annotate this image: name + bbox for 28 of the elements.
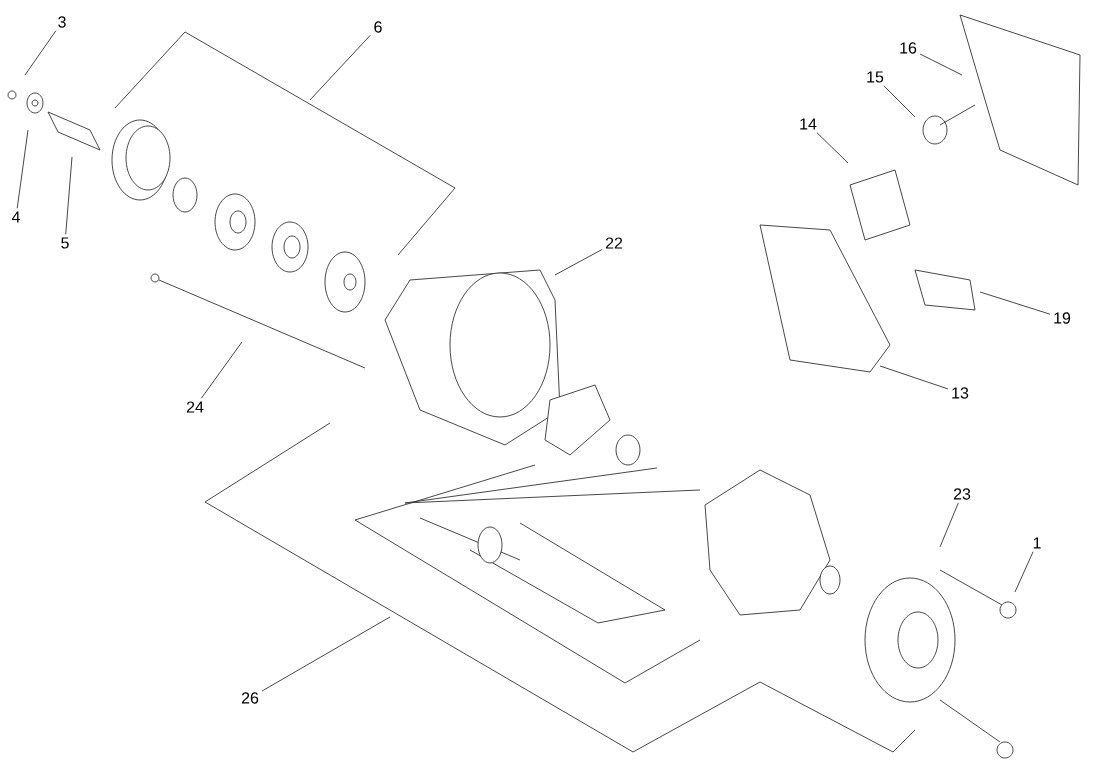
- leader-line: [879, 365, 949, 390]
- callout-number: 23: [953, 488, 971, 500]
- leader-line: [554, 249, 603, 276]
- leader-line: [883, 85, 916, 118]
- leader-line: [919, 53, 963, 76]
- leader-line: [24, 30, 57, 76]
- callout-number: 14: [800, 118, 817, 130]
- leader-line: [261, 616, 391, 692]
- callout-number: 1: [1033, 537, 1041, 549]
- leader-line: [1014, 551, 1034, 593]
- leader-line: [979, 291, 1051, 315]
- leader-line: [200, 341, 243, 399]
- callout-number: 19: [1054, 312, 1071, 324]
- leader-line: [16, 129, 29, 209]
- callout-number: 3: [58, 16, 66, 28]
- callout-number: 16: [900, 42, 917, 54]
- callout-number: 26: [241, 692, 259, 704]
- callout-number: 5: [61, 237, 69, 249]
- callout-number: 6: [374, 21, 382, 33]
- leader-line: [816, 132, 849, 164]
- leader-line: [309, 34, 371, 101]
- callout-number: 4: [11, 211, 20, 223]
- callout-number: 22: [605, 237, 623, 249]
- leader-line: [65, 156, 73, 235]
- callout-number: 15: [867, 71, 884, 83]
- callout-number: 24: [186, 401, 204, 413]
- leader-line: [939, 502, 959, 548]
- callout-number: 13: [952, 387, 969, 399]
